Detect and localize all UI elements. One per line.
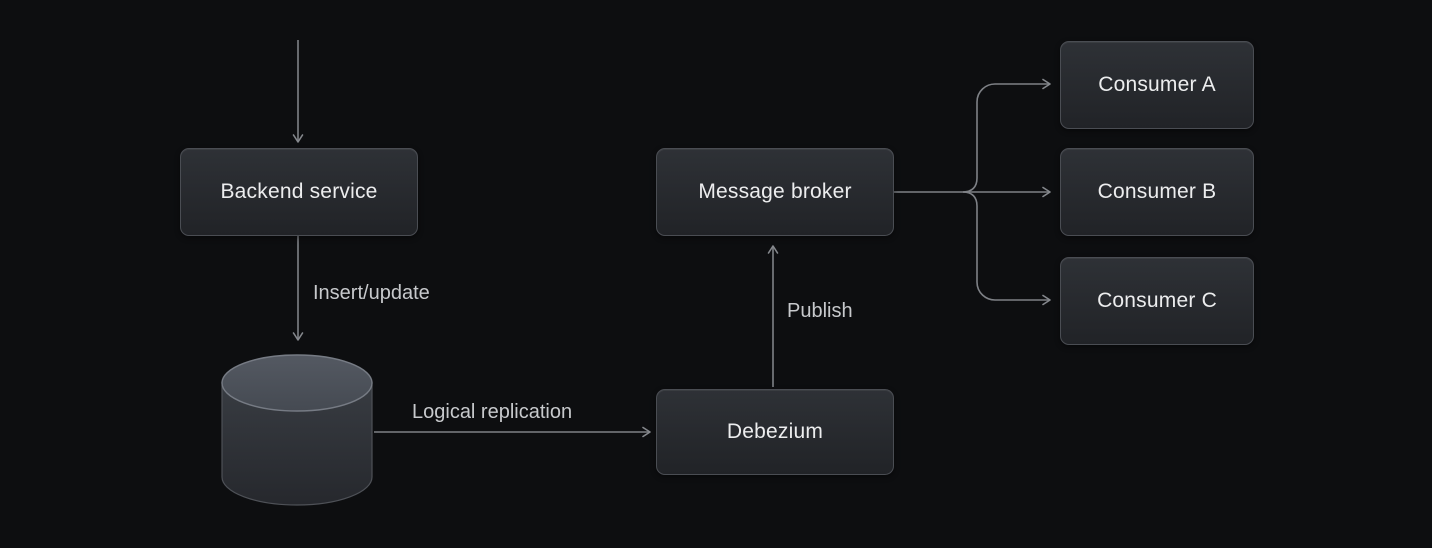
node-consumer-a-label: Consumer A	[1098, 73, 1216, 96]
edge-label-publish: Publish	[787, 300, 853, 322]
node-consumer-a: Consumer A	[1060, 41, 1254, 129]
database-cylinder-body	[221, 382, 373, 506]
node-message-broker: Message broker	[656, 148, 894, 236]
node-consumer-c-label: Consumer C	[1097, 289, 1217, 312]
node-backend-service: Backend service	[180, 148, 418, 236]
database-cylinder-top	[221, 354, 373, 412]
database-icon	[221, 354, 373, 506]
edge-branch-consumer-a	[962, 78, 1051, 193]
node-consumer-b: Consumer B	[1060, 148, 1254, 236]
edge-label-logical-replication: Logical replication	[412, 401, 573, 423]
node-backend-service-label: Backend service	[220, 180, 378, 203]
node-debezium: Debezium	[656, 389, 894, 475]
node-message-broker-label: Message broker	[698, 180, 852, 203]
node-consumer-b-label: Consumer B	[1097, 180, 1217, 203]
node-consumer-c: Consumer C	[1060, 257, 1254, 345]
edge-branch-consumer-c	[962, 191, 1051, 306]
node-debezium-label: Debezium	[726, 420, 824, 443]
edge-label-insert-update: Insert/update	[313, 282, 430, 304]
